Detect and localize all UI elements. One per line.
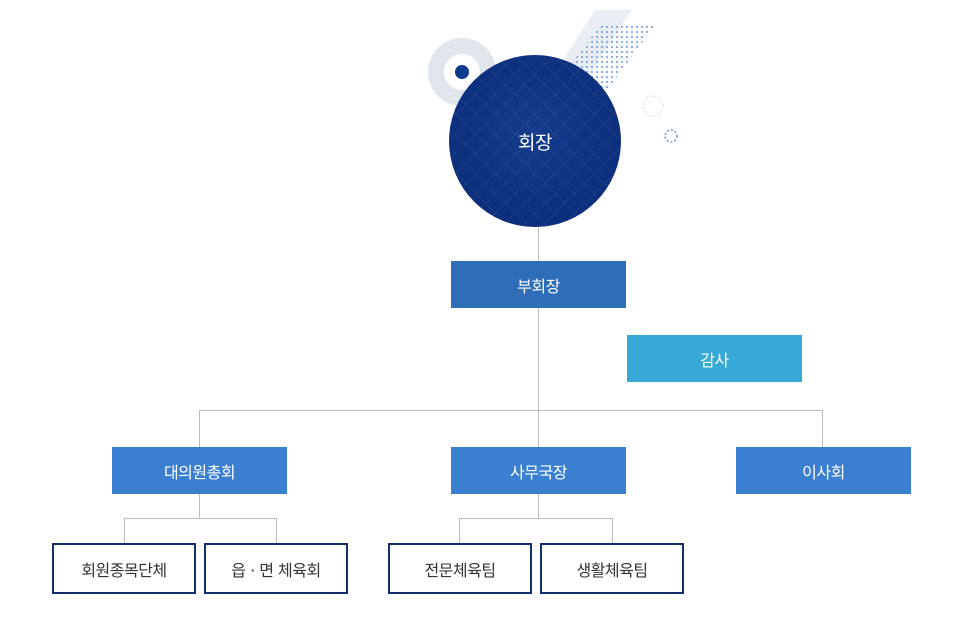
chair-label: 회장: [518, 131, 552, 154]
branch-node-secretary: 사무국장: [451, 447, 626, 494]
branch-label: 대의원총회: [163, 462, 236, 482]
small-dashed-circle: [642, 95, 664, 117]
chair-node: 회장: [449, 55, 621, 227]
branch-label: 사무국장: [510, 462, 567, 482]
sub-node-label: 읍 · 면 체육회: [231, 560, 321, 580]
branch-node-board: 이사회: [736, 447, 911, 494]
sub-node-member-groups: 회원종목단체: [52, 543, 196, 594]
branch-label: 이사회: [802, 462, 845, 482]
sub-node-elite-sports-team: 전문체육팀: [388, 543, 532, 594]
sub-node-label: 회원종목단체: [81, 560, 167, 580]
sub-node-town-associations: 읍 · 면 체육회: [204, 543, 348, 594]
vice-chair-node: 부회장: [451, 261, 626, 308]
sub-node-label: 전문체육팀: [424, 560, 496, 580]
tiny-dashed-circle: [664, 129, 678, 143]
auditor-label: 감사: [700, 350, 729, 370]
ring-dot-shape: [455, 65, 469, 79]
sub-node-label: 생활체육팀: [576, 560, 648, 580]
branch-node-assembly: 대의원총회: [112, 447, 287, 494]
sub-node-community-sports-team: 생활체육팀: [540, 543, 684, 594]
vice-chair-label: 부회장: [517, 276, 560, 296]
auditor-node: 감사: [627, 335, 802, 382]
